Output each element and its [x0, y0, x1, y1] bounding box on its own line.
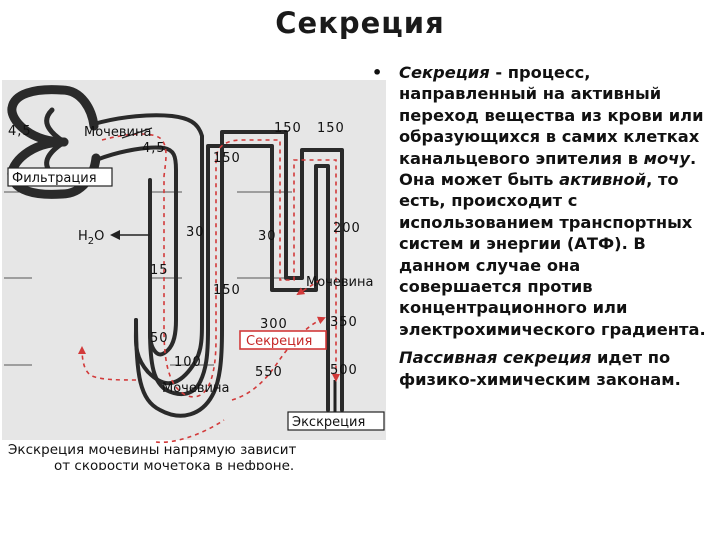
value-150-a: 150: [274, 121, 302, 136]
definition-part-3: , то есть, происходит с использованием т…: [399, 170, 706, 339]
nephron-diagram: 4,5 Мочевина 4,5 Фильтрация 150 150 150 …: [2, 80, 386, 470]
term-active: активной: [559, 170, 647, 190]
term-urine: мочу: [643, 148, 690, 168]
value-500: 500: [330, 363, 358, 378]
passive-definition: идет по физико-химическим законам.: [399, 348, 681, 389]
urea-flow-path: [78, 133, 340, 444]
term-passive-secretion: Пассивная секреция: [399, 348, 592, 368]
secretion-label: Секреция: [246, 334, 312, 349]
value-50: 50: [150, 331, 169, 346]
excretion-label: Экскреция: [292, 415, 365, 430]
urea-pointer-line: [121, 127, 153, 139]
nephron-tubule: [92, 113, 344, 418]
urea-bottom-label: Мочевина: [162, 381, 229, 396]
slide-title: Секреция: [275, 6, 445, 40]
value-150-d: 150: [213, 283, 241, 298]
value-4-5-left: 4,5: [8, 124, 32, 139]
value-150-c: 150: [213, 151, 241, 166]
term-secretion: Секреция: [399, 63, 490, 82]
value-150-b: 150: [317, 121, 345, 136]
value-200: 200: [333, 221, 361, 236]
value-15: 15: [150, 263, 169, 278]
value-30-a: 30: [186, 225, 205, 240]
urea-right-label: Мочевина: [306, 275, 373, 290]
definition-text: • Секреция - процесс, направленный на ак…: [372, 62, 708, 390]
value-4-5-right: 4,5: [142, 141, 166, 156]
value-350: 350: [330, 315, 358, 330]
urea-top-label: Мочевина: [84, 125, 151, 140]
value-100: 100: [174, 355, 202, 370]
caption-background: [2, 440, 386, 470]
paragraph-secretion: • Секреция - процесс, направленный на ак…: [372, 62, 708, 340]
excretion-box: [287, 411, 385, 431]
value-300: 300: [260, 317, 288, 332]
filtration-label: Фильтрация: [12, 171, 97, 186]
definition-part-2: . Она может быть: [399, 148, 697, 190]
bullet: •: [372, 63, 383, 82]
value-30-b: 30: [258, 229, 277, 244]
water-label: H2O: [78, 229, 104, 247]
nephron-svg: 4,5 Мочевина 4,5 Фильтрация 150 150 150 …: [2, 80, 386, 470]
secretion-box: [239, 330, 327, 350]
definition-part-1: - процесс, направленный на активный пере…: [399, 63, 704, 168]
value-550: 550: [255, 365, 283, 380]
caption-line-2: от скорости мочетока в нефроне.: [54, 458, 294, 470]
filtration-box: [7, 167, 113, 187]
paragraph-passive-secretion: Пассивная секреция идет по физико-химиче…: [372, 347, 708, 390]
caption-line-1: Экскреция мочевины напрямую зависит: [8, 442, 296, 458]
